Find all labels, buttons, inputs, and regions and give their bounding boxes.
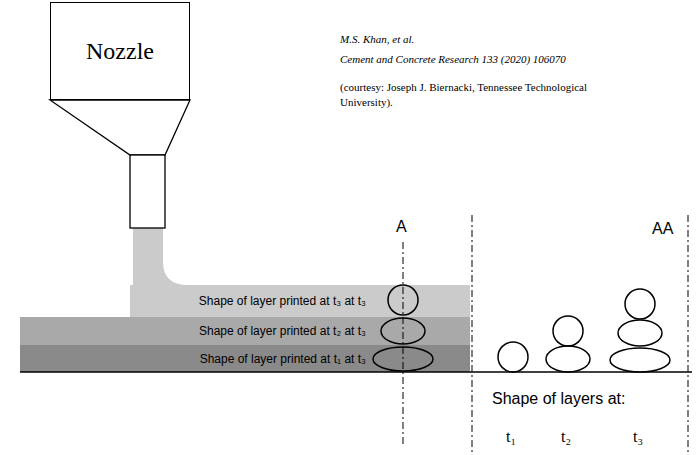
node-text: Shape of layer printed at t₃ at t₃ — [199, 294, 366, 308]
nozzle-funnel — [50, 100, 190, 155]
citation-author: M.S. Khan, et al. — [340, 32, 414, 47]
nozzle-tube — [130, 155, 165, 228]
node-text: Shape of layer printed at t₂ at t₃ — [199, 324, 366, 338]
time-label: t₃ — [633, 426, 643, 448]
section-line — [472, 215, 473, 452]
base-line — [20, 371, 692, 373]
layer-band: Shape of layer printed at t₁ at t₃ — [20, 345, 470, 372]
time-heading: Shape of layers at: — [492, 388, 625, 410]
layer-band: Shape of layer printed at t₂ at t₃ — [20, 317, 470, 345]
node-text: Nozzle — [86, 38, 154, 65]
layer-band: Shape of layer printed at t₃ at t₃ — [130, 285, 470, 317]
time-label: t₂ — [561, 426, 571, 448]
citation-courtesy: (courtesy: Joseph J. Biernacki, Tennesse… — [340, 80, 590, 110]
layer-cross-sections — [373, 285, 670, 372]
time-label: t₁ — [506, 426, 516, 448]
node-text: Shape of layer printed at t₁ at t₃ — [200, 352, 366, 366]
section-label: AA — [652, 218, 673, 240]
nozzle-box: Nozzle — [50, 2, 190, 100]
section-line — [688, 215, 689, 452]
citation-journal: Cement and Concrete Research 133 (2020) … — [340, 52, 566, 67]
extruded-filament — [133, 228, 200, 317]
section-label: A — [396, 216, 407, 238]
